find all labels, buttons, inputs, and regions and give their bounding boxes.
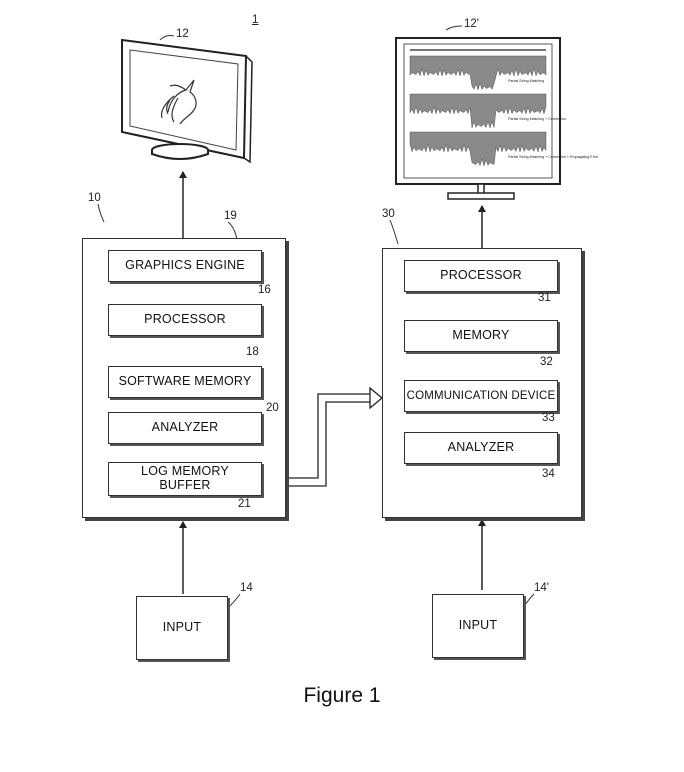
left-monitor	[121, 38, 253, 164]
ref-20: 20	[266, 402, 279, 414]
ref-31: 31	[538, 292, 551, 304]
processor-block-right	[404, 260, 558, 292]
ref-18: 18	[246, 346, 259, 358]
ref-33: 33	[542, 412, 555, 424]
ref-32: 32	[540, 356, 553, 368]
communication-device-label: COMMUNICATION DEVICE	[406, 389, 556, 402]
graphics-engine-block	[108, 250, 262, 282]
ref-34: 34	[542, 468, 555, 480]
waveform-panel-label: Partial String Matching	[508, 79, 544, 83]
graphics-engine-label: GRAPHICS ENGINE	[125, 258, 245, 273]
waveform-panel	[409, 93, 547, 129]
processor-label-right: PROCESSOR	[440, 268, 522, 283]
software-memory-block	[108, 366, 262, 398]
ref-30: 30	[382, 208, 395, 220]
analyzer-block-right	[404, 432, 558, 464]
ref-10: 10	[88, 192, 101, 204]
memory-block	[404, 320, 558, 352]
communication-device-block	[404, 380, 558, 412]
log-memory-buffer-label: LOG MEMORY BUFFER	[141, 464, 229, 492]
ref-19: 19	[224, 210, 237, 222]
figure-ref-numeral: 1	[252, 14, 259, 26]
input-label-left: INPUT	[162, 620, 202, 635]
analyzer-label-right: ANALYZER	[447, 440, 515, 455]
input-box-right	[432, 594, 524, 658]
waveform-panel	[409, 131, 547, 167]
waveform-panel	[409, 55, 547, 91]
processor-label-left: PROCESSOR	[144, 312, 226, 327]
ref-12: 12	[176, 28, 189, 40]
ref-14-prime: 14'	[534, 582, 549, 594]
analyzer-block-left	[108, 412, 262, 444]
software-memory-label: SOFTWARE MEMORY	[118, 374, 252, 389]
analyzer-label-left: ANALYZER	[151, 420, 219, 435]
waveform-panel-label: Partial String Matching + Correlation	[508, 117, 566, 121]
processor-block-left	[108, 304, 262, 336]
waveform-panel-label: Partial String Matching + Correlation + …	[508, 155, 599, 159]
ref-12-prime: 12'	[464, 18, 479, 30]
input-label-right: INPUT	[458, 618, 498, 633]
ref-14: 14	[240, 582, 253, 594]
ref-16: 16	[258, 284, 271, 296]
unicorn-image	[160, 79, 197, 125]
input-box-left	[136, 596, 228, 660]
ref-21: 21	[238, 498, 251, 510]
memory-label: MEMORY	[452, 328, 510, 343]
log-memory-buffer-block	[108, 462, 262, 496]
figure-caption: Figure 1	[303, 684, 381, 707]
